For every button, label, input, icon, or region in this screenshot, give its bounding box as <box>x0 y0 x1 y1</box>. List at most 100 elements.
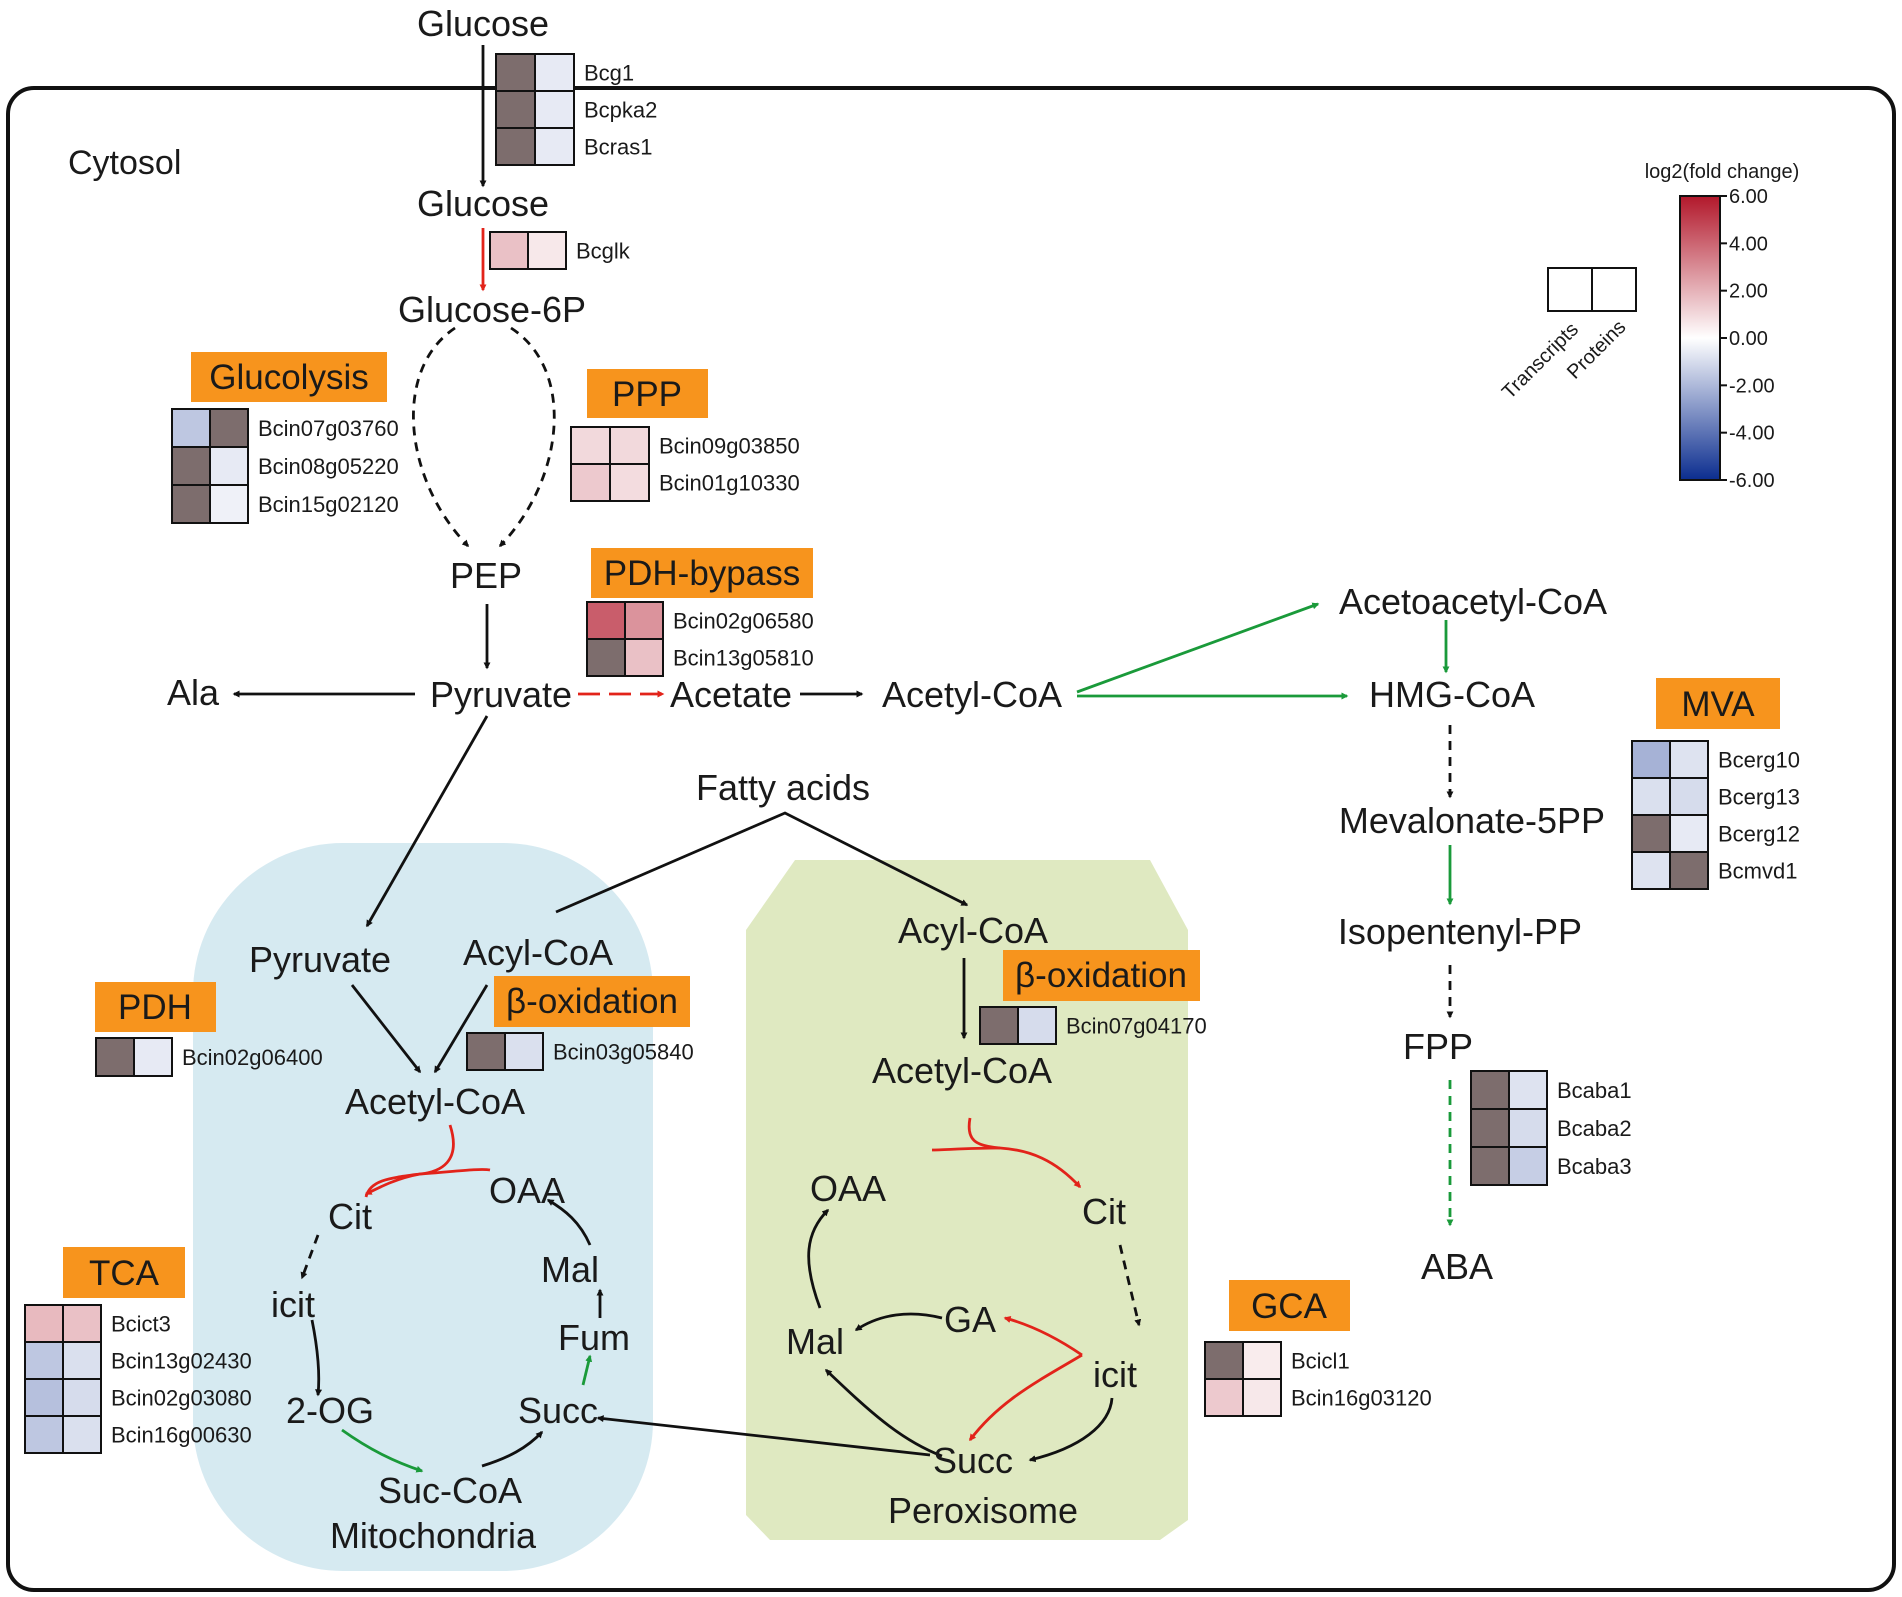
legend-column-key-proteins <box>1591 267 1637 312</box>
peroxisome-label: Peroxisome <box>888 1490 1078 1531</box>
gene-label: Bcin16g00630 <box>111 1423 252 1448</box>
heatmap-cell-transcripts <box>1631 851 1671 890</box>
heatmap-cell-proteins <box>62 1415 102 1454</box>
mitochondria-label: Mitochondria <box>330 1515 537 1556</box>
pathway-arrows <box>232 45 1454 1473</box>
heatmap-cell-transcripts <box>1470 1108 1510 1148</box>
gene-label: Bcpka2 <box>584 98 657 123</box>
heatmap-cell-transcripts <box>95 1037 135 1077</box>
gene-label: Bcin01g10330 <box>659 471 800 496</box>
heatmap-cell-transcripts <box>489 231 529 270</box>
heatmap-cell-transcripts <box>1631 777 1671 816</box>
heatmap-cell-proteins <box>609 463 650 502</box>
heatmap-cell-proteins <box>534 127 575 166</box>
legend-colorbar <box>1679 195 1721 481</box>
gene-label: Bcaba3 <box>1557 1154 1632 1179</box>
gene-label: Bcin09g03850 <box>659 434 800 459</box>
heatmap-cell-transcripts <box>1631 740 1671 779</box>
metabolite-mito-acetyl-coa: Acetyl-CoA <box>345 1081 525 1122</box>
gene-label: Bcin02g03080 <box>111 1386 252 1411</box>
metabolite-isopentenyl-pp: Isopentenyl-PP <box>1338 911 1582 952</box>
heatmap-cell-proteins <box>1508 1070 1548 1110</box>
metabolite-pero-acyl-coa: Acyl-CoA <box>898 910 1048 951</box>
metabolite-hmg-coa: HMG-CoA <box>1369 674 1535 715</box>
heatmap-cell-transcripts <box>1631 814 1671 853</box>
heatmap-cell-transcripts <box>495 53 536 92</box>
heatmap-cell-proteins <box>1017 1006 1057 1045</box>
heatmap-cell-transcripts <box>570 463 611 502</box>
tag-beta-oxidation-mito: β-oxidation <box>506 982 678 1021</box>
gene-label: Bcglk <box>576 239 631 264</box>
tag-tca: TCA <box>89 1254 160 1293</box>
heatmap-cell-proteins <box>1242 1378 1282 1417</box>
metabolite-succ: Succ <box>518 1390 598 1431</box>
metabolite-pyruvate: Pyruvate <box>430 674 572 715</box>
tag-pdh-box <box>95 982 216 1032</box>
legend-tick-label: 6.00 <box>1729 186 1768 208</box>
heatmap-cell-transcripts <box>495 90 536 129</box>
metabolite-acetoacetyl-coa: Acetoacetyl-CoA <box>1339 581 1607 622</box>
gene-label: Bcin07g03760 <box>258 416 399 441</box>
heatmap-cell-transcripts <box>495 127 536 166</box>
heatmap-cell-proteins <box>534 53 575 92</box>
heatmap-cell-transcripts <box>466 1032 506 1071</box>
tag-tca-box <box>63 1247 185 1298</box>
heatmap-cell-proteins <box>133 1037 173 1077</box>
heatmap-cell-proteins <box>1669 777 1709 816</box>
metabolite-fum: Fum <box>558 1317 630 1358</box>
legend-ticks: 6.004.002.000.00-2.00-4.00-6.00 <box>1720 186 1775 492</box>
gene-label: Bcin07g04170 <box>1066 1014 1207 1039</box>
gene-label: Bcin15g02120 <box>258 492 399 517</box>
gene-label: Bcerg13 <box>1718 785 1800 810</box>
heatmap-cell-proteins <box>62 1378 102 1417</box>
metabolite-ala: Ala <box>167 672 220 713</box>
tag-pdh-bypass: PDH-bypass <box>604 554 800 593</box>
tag-glucolysis-box <box>191 352 387 402</box>
gene-label: Bcicl1 <box>1291 1349 1350 1374</box>
metabolite-mito-pyruvate: Pyruvate <box>249 939 391 980</box>
heatmap-cell-proteins <box>624 638 664 677</box>
gene-label: Bcin08g05220 <box>258 454 399 479</box>
gene-label: Bcg1 <box>584 61 634 86</box>
pathway-tags: Glucolysis PPP PDH-bypass MVA PDH β-oxid… <box>63 352 1780 1331</box>
heatmap-cell-transcripts <box>979 1006 1019 1045</box>
gene-label: Bcin02g06580 <box>673 609 814 634</box>
heatmap-cell-transcripts <box>586 638 626 677</box>
legend-tick-label: 0.00 <box>1729 328 1768 350</box>
heatmap-beta-oxidation-mito: Bcin03g05840 <box>466 1032 694 1071</box>
tag-mva: MVA <box>1681 685 1755 724</box>
gene-label: Bcerg10 <box>1718 748 1800 773</box>
tag-pdh-bypass-box <box>591 548 813 598</box>
heatmap-cell-proteins <box>209 446 249 486</box>
metabolite-cit: Cit <box>328 1196 372 1237</box>
cytosol-boundary <box>6 86 1896 1592</box>
heatmap-cell-transcripts <box>24 1304 64 1343</box>
heatmap-cell-transcripts <box>586 601 626 640</box>
legend-title: log2(fold change) <box>1645 161 1800 183</box>
metabolite-aba: ABA <box>1421 1246 1493 1287</box>
tag-glucolysis: Glucolysis <box>209 358 368 397</box>
metabolite-2-og: 2-OG <box>286 1390 374 1431</box>
metabolite-labels: Glucose Glucose Glucose-6P PEP Pyruvate … <box>167 3 1607 1556</box>
tag-ppp-box <box>587 369 708 418</box>
metabolite-pero-succ: Succ <box>933 1440 1013 1481</box>
tag-beta-oxidation-pero-box <box>1003 950 1200 1001</box>
legend-tick-label: 4.00 <box>1729 233 1768 255</box>
gene-label: Bcmvd1 <box>1718 859 1797 884</box>
gene-label: Bcin02g06400 <box>182 1045 323 1070</box>
legend: log2(fold change) 6.004.002.000.00-2.00-… <box>1498 161 1799 492</box>
metabolite-glucose: Glucose <box>417 183 549 224</box>
metabolite-glucose-6p: Glucose-6P <box>398 289 586 330</box>
heatmap-cell-proteins <box>609 426 650 465</box>
gene-label: Bcaba1 <box>1557 1078 1632 1103</box>
metabolite-mevalonate-5pp: Mevalonate-5PP <box>1339 800 1605 841</box>
heatmap-cell-proteins <box>624 601 664 640</box>
heatmap-cell-transcripts <box>1470 1146 1510 1186</box>
metabolite-pero-icit: icit <box>1093 1354 1137 1395</box>
metabolite-glucose-extracellular: Glucose <box>417 3 549 44</box>
heatmap-cell-proteins <box>209 408 249 448</box>
gene-label: Bcin16g03120 <box>1291 1386 1432 1411</box>
